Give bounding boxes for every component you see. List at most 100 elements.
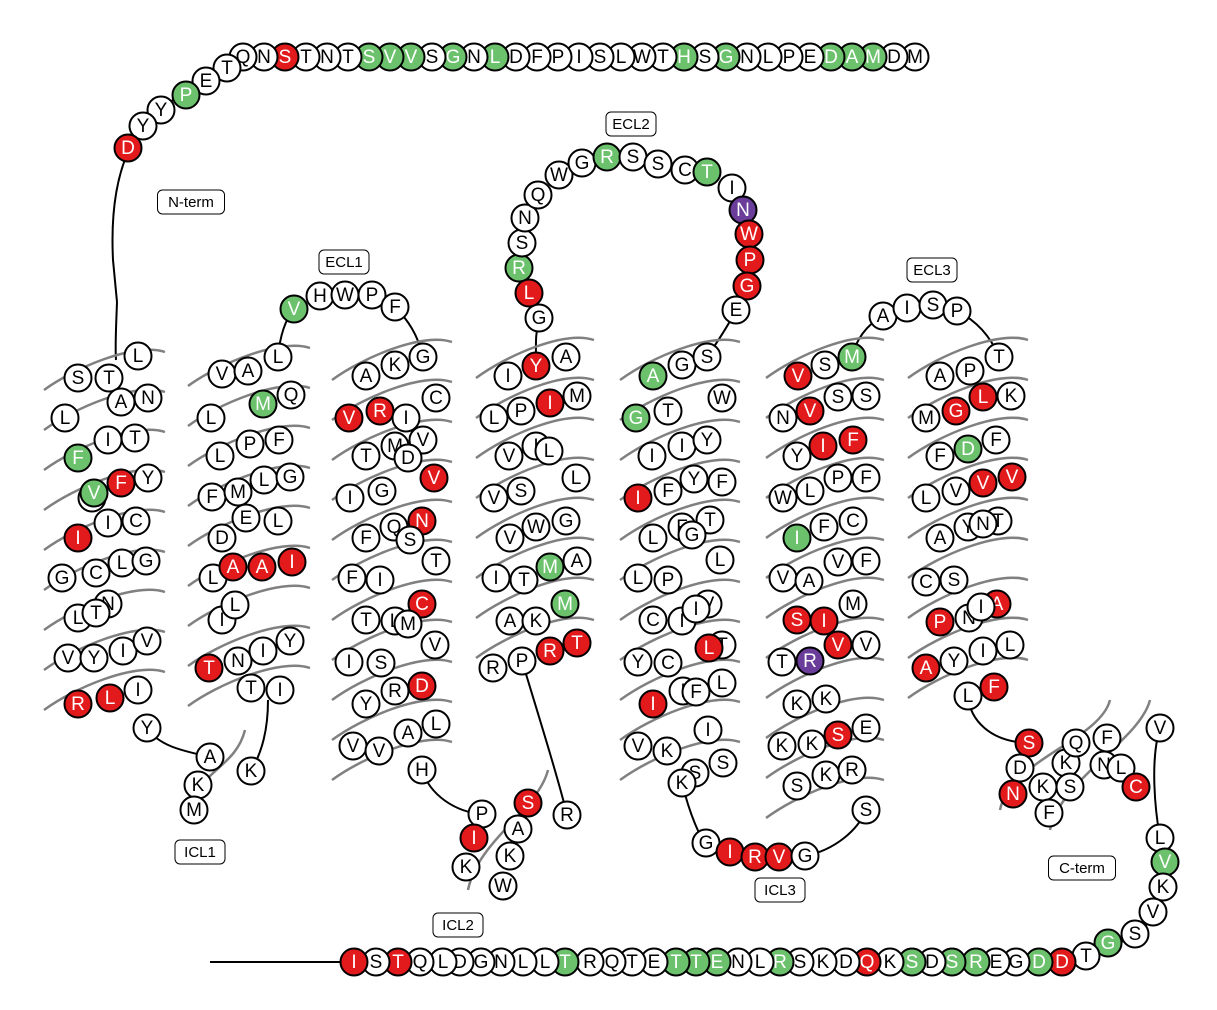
- residue-tm5-r[interactable]: T: [653, 396, 683, 426]
- residue-tm3-l[interactable]: V: [338, 731, 368, 761]
- residue-tm6-l[interactable]: I: [782, 523, 812, 553]
- residue-cterm[interactable]: K: [1148, 872, 1178, 902]
- residue-tm3-l[interactable]: I: [334, 647, 364, 677]
- residue-tm3-r[interactable]: G: [367, 476, 397, 506]
- residue-tm2-x[interactable]: I: [277, 547, 307, 577]
- residue-tm3-x[interactable]: A: [393, 718, 423, 748]
- residue-icl1[interactable]: M: [179, 795, 209, 825]
- residue-tm7-x[interactable]: N: [968, 509, 998, 539]
- residue-tm3-x[interactable]: I: [391, 403, 421, 433]
- residue-tm1-r[interactable]: I: [93, 508, 123, 538]
- residue-tm3-x[interactable]: S: [395, 525, 425, 555]
- residue-tm5-r[interactable]: K: [652, 736, 682, 766]
- residue-tm7-r[interactable]: G: [941, 396, 971, 426]
- residue-tm4-l[interactable]: L: [479, 403, 509, 433]
- residue-tm3-x[interactable]: D: [407, 671, 437, 701]
- residue-tm4-x[interactable]: M: [535, 552, 565, 582]
- residue-tm5-x[interactable]: S: [708, 748, 738, 778]
- residue-icl2[interactable]: P: [467, 799, 497, 829]
- residue-tm6-x[interactable]: V: [823, 547, 853, 577]
- residue-tm6-x[interactable]: S: [851, 795, 881, 825]
- residue-icl2[interactable]: K: [451, 852, 481, 882]
- residue-tm6-x[interactable]: S: [851, 381, 881, 411]
- residue-tm4-x[interactable]: G: [551, 506, 581, 536]
- residue-cterm[interactable]: V: [1150, 847, 1180, 877]
- residue-tm4-x[interactable]: I: [535, 388, 565, 418]
- residue-icl2[interactable]: S: [513, 788, 543, 818]
- residue-tm2-r[interactable]: N: [223, 646, 253, 676]
- residue-h8[interactable]: F: [1034, 798, 1064, 828]
- residue-tm4-l[interactable]: R: [478, 653, 508, 683]
- residue-tm7-l[interactable]: A: [911, 653, 941, 683]
- residue-tm5-x[interactable]: W: [707, 383, 737, 413]
- residue-tm1-l[interactable]: I: [63, 523, 93, 553]
- residue-icl1[interactable]: Y: [132, 713, 162, 743]
- residue-cterm[interactable]: T: [1071, 941, 1101, 971]
- residue-icl2[interactable]: R: [552, 800, 582, 830]
- residue-tm1-r[interactable]: L: [95, 683, 125, 713]
- residue-icl1[interactable]: A: [195, 742, 225, 772]
- residue-tm6-x[interactable]: F: [838, 425, 868, 455]
- residue-tm4-r[interactable]: W: [521, 512, 551, 542]
- residue-tm7-r[interactable]: S: [939, 565, 969, 595]
- residue-tm5-l[interactable]: Y: [623, 647, 653, 677]
- residue-tm5-l[interactable]: L: [638, 523, 668, 553]
- residue-tm6-l[interactable]: V: [783, 361, 813, 391]
- residue-tm3-x[interactable]: H: [407, 755, 437, 785]
- residue-cterm[interactable]: R: [575, 947, 605, 977]
- residue-tm5-r[interactable]: I: [667, 431, 697, 461]
- residue-tm1-y[interactable]: T: [81, 598, 111, 628]
- residue-tm3-r[interactable]: I: [365, 565, 395, 595]
- residue-ecl2[interactable]: R: [592, 142, 622, 172]
- residue-tm7-r[interactable]: Y: [939, 646, 969, 676]
- residue-nterm[interactable]: D: [113, 133, 143, 163]
- residue-tm1-r[interactable]: T: [120, 423, 150, 453]
- residue-tm1-r[interactable]: I: [108, 636, 138, 666]
- residue-tm5-x[interactable]: I: [681, 594, 711, 624]
- residue-tm4-l[interactable]: V: [494, 441, 524, 471]
- residue-tm6-x[interactable]: R: [837, 755, 867, 785]
- residue-tm2-x[interactable]: F: [264, 425, 294, 455]
- residue-cterm[interactable]: V: [1138, 897, 1168, 927]
- residue-ecl2[interactable]: L: [514, 278, 544, 308]
- residue-tm4-r[interactable]: K: [521, 606, 551, 636]
- residue-ecl2[interactable]: G: [732, 271, 762, 301]
- residue-h8[interactable]: D: [1005, 753, 1035, 783]
- residue-tm4-x[interactable]: M: [562, 381, 592, 411]
- residue-tm1-l[interactable]: F: [63, 443, 93, 473]
- residue-tm7-x[interactable]: I: [968, 636, 998, 666]
- residue-tm1-l[interactable]: V: [53, 643, 83, 673]
- residue-tm1-x[interactable]: V: [132, 626, 162, 656]
- residue-tm7-l[interactable]: M: [911, 403, 941, 433]
- residue-tm3-r[interactable]: K: [380, 350, 410, 380]
- residue-tm6-r[interactable]: L: [795, 476, 825, 506]
- residue-tm5-x[interactable]: L: [705, 545, 735, 575]
- residue-tm3-l[interactable]: A: [351, 361, 381, 391]
- residue-tm7-l[interactable]: P: [925, 607, 955, 637]
- residue-tm6-r[interactable]: F: [809, 512, 839, 542]
- residue-ecl1[interactable]: V: [279, 294, 309, 324]
- residue-ecl1[interactable]: W: [330, 280, 360, 310]
- residue-tm4-x[interactable]: A: [551, 342, 581, 372]
- residue-cterm[interactable]: I: [339, 947, 369, 977]
- residue-tm5-l[interactable]: I: [638, 689, 668, 719]
- residue-tm4-r[interactable]: Y: [521, 351, 551, 381]
- residue-ecl2[interactable]: S: [507, 228, 537, 258]
- residue-tm3-x[interactable]: G: [408, 342, 438, 372]
- residue-ecl3[interactable]: S: [918, 290, 948, 320]
- residue-tm6-r[interactable]: R: [795, 646, 825, 676]
- residue-h8[interactable]: S: [1014, 728, 1044, 758]
- residue-tm7-x[interactable]: F: [981, 425, 1011, 455]
- residue-tm2-r[interactable]: P: [235, 429, 265, 459]
- residue-tm7-l[interactable]: C: [911, 567, 941, 597]
- residue-tm7-l[interactable]: L: [911, 483, 941, 513]
- residue-tm5-l[interactable]: I: [623, 483, 653, 513]
- residue-tm5-x[interactable]: L: [694, 633, 724, 663]
- residue-tm6-l[interactable]: W: [768, 483, 798, 513]
- residue-tm2-r[interactable]: L: [220, 590, 250, 620]
- residue-tm6-x[interactable]: V: [823, 630, 853, 660]
- residue-tm5-x[interactable]: S: [692, 342, 722, 372]
- residue-tm4-x[interactable]: L: [534, 436, 564, 466]
- residue-tm6-l[interactable]: Y: [782, 441, 812, 471]
- residue-tm7-x[interactable]: L: [995, 630, 1025, 660]
